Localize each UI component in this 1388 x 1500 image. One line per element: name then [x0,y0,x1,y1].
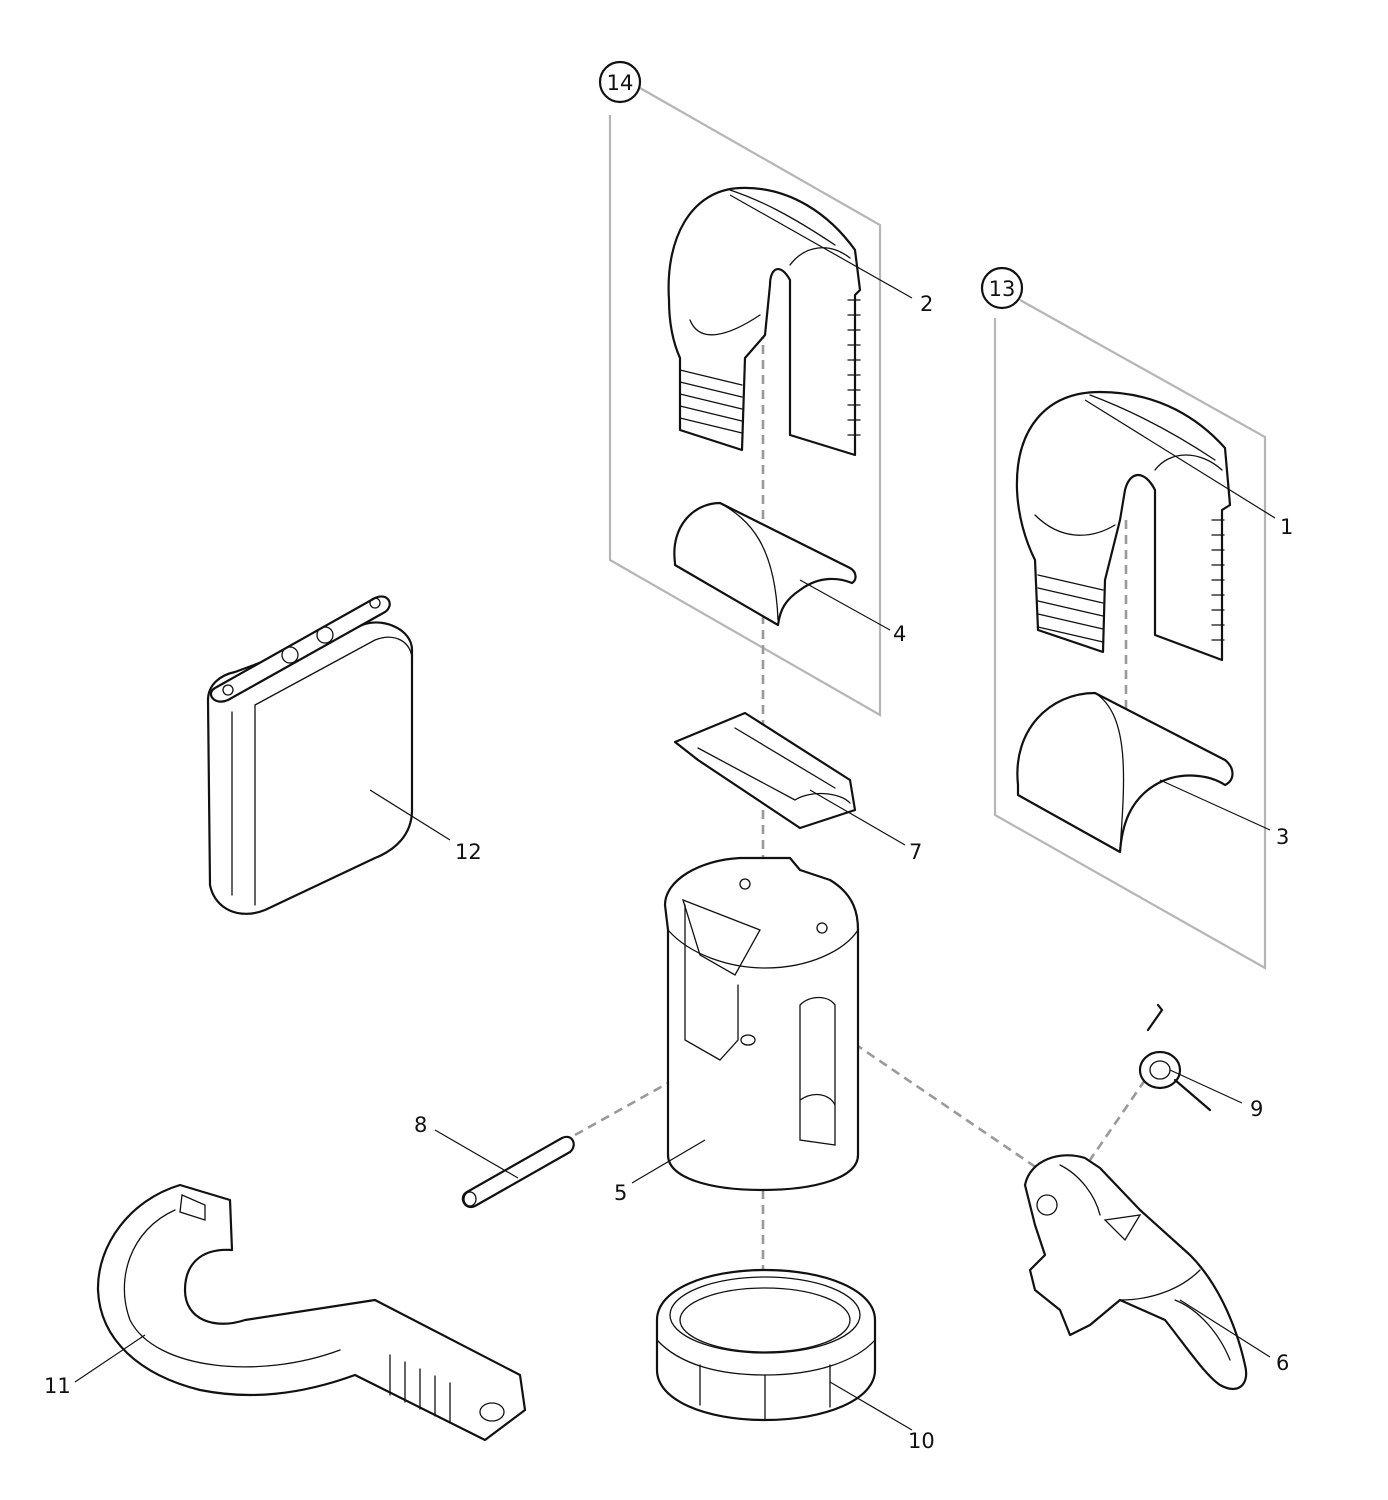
callout-3: 3 [1276,825,1289,849]
part-8-pin [461,1135,575,1209]
callout-2: 2 [920,292,933,316]
leader-lines [74,194,1276,1431]
kit-label-14: 14 [607,71,634,95]
kit-label-13: 13 [989,277,1016,301]
callout-11: 11 [44,1374,71,1398]
part-9-torsion-spring [1138,1003,1212,1112]
part-3-half-shell-insert [1016,691,1234,854]
part-2-clamp-jaw [667,186,862,457]
part-7-clip-plate [673,711,857,830]
callout-9: 9 [1250,1097,1263,1121]
kit-14-outline [608,87,882,717]
callout-12: 12 [455,840,482,864]
part-11-spanner-wrench [96,1183,527,1442]
part-4-half-shell-insert [673,501,857,627]
part-10-threaded-nut [655,1268,877,1422]
callout-4: 4 [893,622,906,646]
part-12-cover-pad [206,595,414,915]
part-labels: 2 1 4 3 7 12 9 8 5 6 10 11 [44,292,1293,1453]
callout-1: 1 [1280,515,1293,539]
part-6-release-lever [1023,1154,1248,1390]
part-5-housing-body [663,856,860,1192]
kit-callout-14: 14 [598,60,642,104]
callout-6: 6 [1276,1351,1289,1375]
part-1-clamp-jaw [1015,390,1232,662]
callout-8: 8 [414,1113,427,1137]
kit-callout-13: 13 [980,266,1024,310]
callout-10: 10 [908,1429,935,1453]
kit-13-outline [993,299,1267,970]
callout-5: 5 [614,1181,627,1205]
callout-7: 7 [909,840,922,864]
